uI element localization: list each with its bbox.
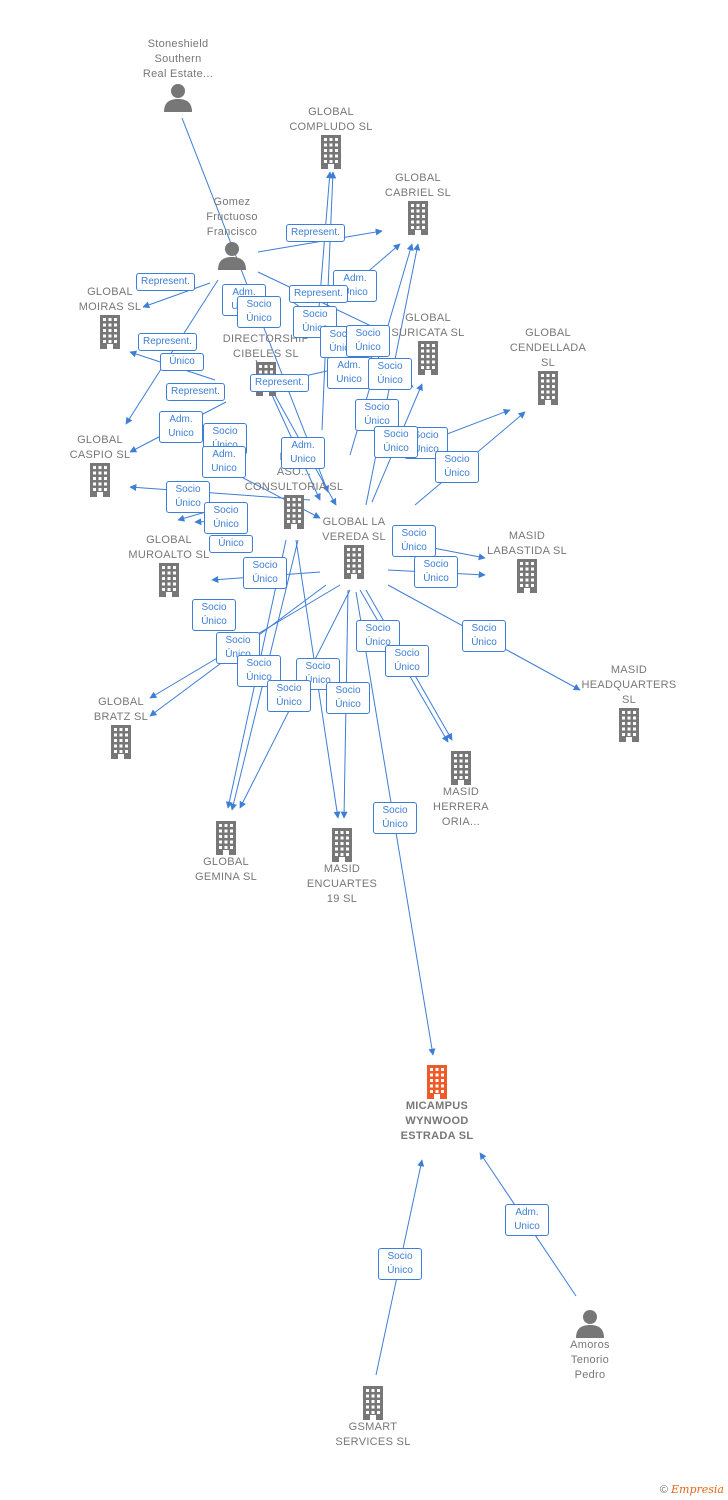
building-icon [418,341,438,375]
relation-badge[interactable]: Represent. [289,285,348,303]
building-icon [363,1386,383,1420]
node-label: GLOBAL CENDELLADA SL [509,327,587,369]
node-amoros[interactable]: Amoros Tenorio Pedro [530,1308,650,1383]
node-global-suricata[interactable]: GLOBAL SURICATA SL [368,311,488,375]
building-icon [284,495,304,529]
relation-badge[interactable]: Adm. Unico [327,357,371,389]
relation-badge[interactable]: Adm. Unico [505,1204,549,1236]
relation-badge[interactable]: Socio Único [462,620,506,652]
node-label: MASID LABASTIDA SL [486,530,568,557]
relation-badge[interactable]: Socio Único [392,525,436,557]
copyright-symbol: © [659,1484,668,1496]
relation-badge[interactable]: Represent. [136,273,195,291]
relation-badge[interactable]: Socio Único [166,481,210,513]
relation-badge[interactable]: Único [160,353,204,371]
building-icon [427,1065,447,1099]
relation-badge[interactable]: Socio Único [243,557,287,589]
node-label: GLOBAL MOIRAS SL [78,286,142,313]
node-global-cendellada[interactable]: GLOBAL CENDELLADA SL [488,326,608,405]
node-global-compludo[interactable]: GLOBAL COMPLUDO SL [271,105,391,169]
relation-badge[interactable]: Socio Único [378,1248,422,1280]
node-stoneshield[interactable]: Stoneshield Southern Real Estate... [118,37,238,112]
empresia-logo: Empresia [671,1483,724,1496]
building-icon [451,751,471,785]
relation-badge[interactable]: Socio Único [414,556,458,588]
building-icon [321,135,341,169]
node-label: GLOBAL CABRIEL SL [384,172,452,199]
edge-22 [227,469,321,519]
edge-17 [129,483,311,501]
building-icon [408,201,428,235]
node-masid-hq[interactable]: MASID HEADQUARTERS SL [569,663,689,742]
node-global-lavereda[interactable]: GLOBAL LA VEREDA SL [294,515,414,579]
building-icon [90,463,110,497]
relation-badge[interactable]: Represent. [250,374,309,392]
relation-badge[interactable]: Represent. [286,224,345,242]
relation-badge[interactable]: Socio Único [374,426,418,458]
relation-badge[interactable]: Socio Único [435,451,479,483]
node-label: GLOBAL GEMINA SL [195,856,257,883]
relation-badge[interactable]: Socio Único [192,599,236,631]
node-gomez[interactable]: Gomez Fructuoso Francisco [172,195,292,270]
node-global-bratz[interactable]: GLOBAL BRATZ SL [61,695,181,759]
relation-badge[interactable]: Socio Único [267,680,311,712]
building-icon [538,371,558,405]
node-global-muroalto[interactable]: GLOBAL MUROALTO SL [109,533,229,597]
node-label: Amoros Tenorio Pedro [570,1339,610,1381]
node-label: MASID HEADQUARTERS SL [581,664,677,706]
building-icon [100,315,120,349]
node-label: MICAMPUS WYNWOOD ESTRADA SL [400,1100,474,1142]
relation-badge[interactable]: Socio Único [368,358,412,390]
person-icon [576,1310,604,1338]
relation-badge[interactable]: Socio Único [373,802,417,834]
node-label: GLOBAL COMPLUDO SL [289,106,373,133]
building-icon [111,725,131,759]
node-label: Stoneshield Southern Real Estate... [142,38,214,80]
relation-badge[interactable]: Adm. Unico [159,411,203,443]
node-masid-encuartes[interactable]: MASID ENCUARTES 19 SL [282,828,402,907]
person-icon [164,84,192,112]
node-label: Gomez Fructuoso Francisco [206,196,258,238]
credit[interactable]: © Empresia [660,1483,724,1496]
node-label: GLOBAL MUROALTO SL [128,534,210,561]
relation-badge[interactable]: Socio Único [355,399,399,431]
node-global-moiras[interactable]: GLOBAL MOIRAS SL [50,285,170,349]
node-label: MASID HERRERA ORIA... [433,786,489,828]
node-gsmart[interactable]: GSMART SERVICES SL [313,1386,433,1450]
relation-badge[interactable]: Represent. [166,383,225,401]
node-global-caspio[interactable]: GLOBAL CASPIO SL [40,433,160,497]
relation-badge[interactable]: Represent. [138,333,197,351]
node-global-gemina[interactable]: GLOBAL GEMINA SL [166,821,286,885]
relation-badge[interactable]: Adm. Unico [281,437,325,469]
relation-badge[interactable]: Socio Único [346,325,390,357]
node-label: GLOBAL BRATZ SL [93,696,149,723]
node-label: DIRECTORSHIP CIBELES SL [222,333,310,360]
building-icon [344,545,364,579]
node-micampus[interactable]: MICAMPUS WYNWOOD ESTRADA SL [377,1065,497,1144]
node-global-cabriel[interactable]: GLOBAL CABRIEL SL [358,171,478,235]
node-label: MASID ENCUARTES 19 SL [306,863,378,905]
edge-9 [257,271,389,335]
relation-badge[interactable]: Adm. Unico [202,446,246,478]
relation-badge[interactable]: Socio Único [326,682,370,714]
node-label: GLOBAL CASPIO SL [69,434,131,461]
edge-7 [142,282,211,309]
relation-badge[interactable]: Socio Único [204,502,248,534]
building-icon [619,708,639,742]
relation-badge[interactable]: Socio Único [385,645,429,677]
person-icon [218,242,246,270]
relation-badge[interactable]: Socio Único [237,296,281,328]
relation-badge[interactable]: Único [209,535,253,553]
building-icon [332,828,352,862]
node-masid-labastida[interactable]: MASID LABASTIDA SL [467,529,587,593]
building-icon [517,559,537,593]
node-label: GLOBAL SURICATA SL [391,312,465,339]
edge-8 [125,279,219,425]
building-icon [159,563,179,597]
node-masid-herrera[interactable]: MASID HERRERA ORIA... [401,751,521,830]
node-label: GSMART SERVICES SL [335,1421,411,1448]
building-icon [216,821,236,855]
node-label: GLOBAL LA VEREDA SL [322,516,386,543]
